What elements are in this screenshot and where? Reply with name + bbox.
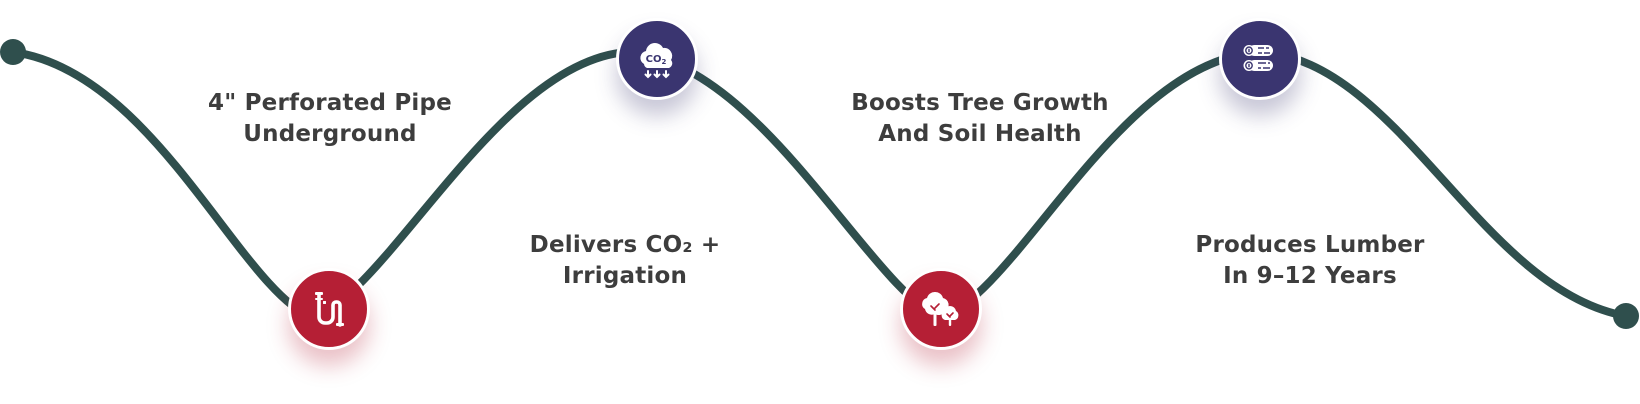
step-1-line-1: 4" Perforated Pipe (208, 90, 452, 116)
lumber-icon (1243, 45, 1273, 71)
step-3-line-2: And Soil Health (878, 121, 1082, 147)
step-2-line-1: Delivers CO₂ + (529, 232, 721, 258)
step-3-line-1: Boosts Tree Growth (851, 90, 1109, 116)
trees-icon (922, 291, 959, 326)
step-4-line-2: In 9–12 Years (1223, 263, 1397, 289)
step-2-node: CO2 (616, 18, 698, 100)
co2-icon: CO2 (640, 43, 673, 79)
step-1-line-2: Underground (243, 121, 417, 147)
step-1-label: 4" Perforated Pipe Underground (180, 88, 480, 150)
step-1-node (288, 268, 370, 350)
step-4-node (1219, 18, 1301, 100)
pipe-icon (315, 292, 344, 327)
end-dot (1613, 303, 1639, 329)
step-4-label: Produces Lumber In 9–12 Years (1170, 230, 1450, 292)
step-3-node (900, 268, 982, 350)
step-3-label: Boosts Tree Growth And Soil Health (830, 88, 1130, 150)
wave-line (9, 47, 1630, 323)
step-4-line-1: Produces Lumber (1195, 232, 1425, 258)
start-dot (0, 39, 26, 65)
step-2-label: Delivers CO₂ + Irrigation (490, 230, 760, 292)
step-2-line-2: Irrigation (562, 263, 688, 289)
svg-text:CO2: CO2 (646, 54, 667, 66)
